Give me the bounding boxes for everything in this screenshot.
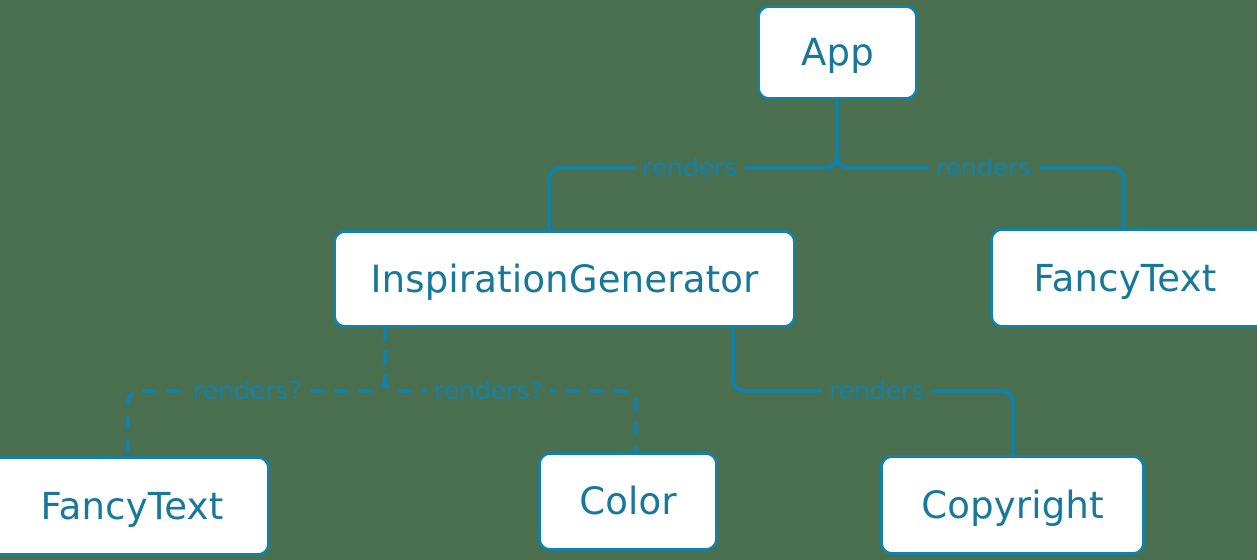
- edge-label-inspirationgenerator-to-copyright: renders: [822, 378, 932, 403]
- node-app[interactable]: App: [757, 5, 918, 100]
- edge-inspirationgenerator-to-color: [383, 326, 638, 454]
- node-app-label: App: [801, 31, 874, 74]
- node-inspiration-generator-label: InspirationGenerator: [370, 257, 759, 301]
- node-fancytext-bottom[interactable]: FancyText: [0, 456, 270, 556]
- node-color[interactable]: Color: [538, 452, 718, 551]
- edge-label-app-to-fancytext-right: renders: [929, 155, 1039, 180]
- node-fancytext-right[interactable]: FancyText: [990, 228, 1257, 328]
- edge-label-inspirationgenerator-to-color: renders?: [427, 378, 550, 403]
- edge-label-inspirationgenerator-to-fancytext-bottom: renders?: [186, 378, 309, 403]
- node-copyright[interactable]: Copyright: [880, 455, 1145, 555]
- node-inspiration-generator[interactable]: InspirationGenerator: [333, 230, 796, 328]
- edge-label-app-to-inspirationgenerator: renders: [635, 155, 745, 180]
- node-fancytext-right-label: FancyText: [1033, 256, 1217, 300]
- node-fancytext-bottom-label: FancyText: [40, 484, 224, 528]
- node-copyright-label: Copyright: [921, 483, 1104, 527]
- node-color-label: Color: [579, 480, 677, 523]
